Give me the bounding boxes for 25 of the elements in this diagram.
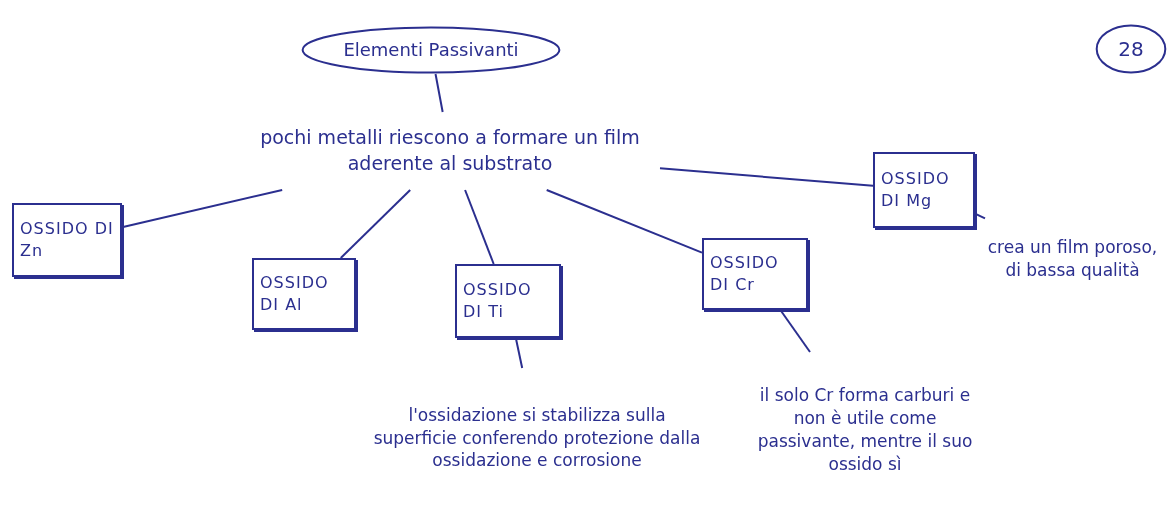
connector-line [545, 189, 703, 254]
connector-line [779, 309, 811, 353]
oxide-label: OSSIDO DI Zn [20, 218, 114, 262]
oxide-label: OSSIDO DI Ti [463, 279, 533, 323]
note-text: pochi metalli riescono a formare un film aderente al substrato [259, 125, 641, 176]
oxide-box [702, 238, 808, 310]
oxide-box [873, 152, 975, 228]
connector-line [659, 167, 874, 187]
oxide-box [455, 264, 561, 338]
connector-line [514, 337, 524, 369]
oxide-box [252, 258, 356, 330]
note-text: l'ossidazione si stabilizza sulla superficie conferendo protezione dalla ossidazione e corrosione [372, 403, 702, 473]
connector-line [339, 189, 412, 259]
connector-line [464, 189, 495, 265]
note-text: il solo Cr forma carburi e non è utile come passivante, mentre il suo ossido sì [756, 384, 974, 476]
note-text: crea un film poroso, di bassa qualità [986, 236, 1159, 282]
oxide-box [12, 203, 122, 277]
oxide-label: OSSIDO DI Mg [881, 168, 951, 212]
connector-line [121, 189, 284, 229]
oxide-label: OSSIDO DI Cr [710, 252, 780, 296]
page-number: 28 [1118, 35, 1144, 63]
connector-line [434, 73, 444, 113]
title-text: Elementi Passivanti [343, 37, 519, 62]
oxide-label: OSSIDO DI Al [260, 272, 330, 316]
connector-line [974, 212, 986, 220]
